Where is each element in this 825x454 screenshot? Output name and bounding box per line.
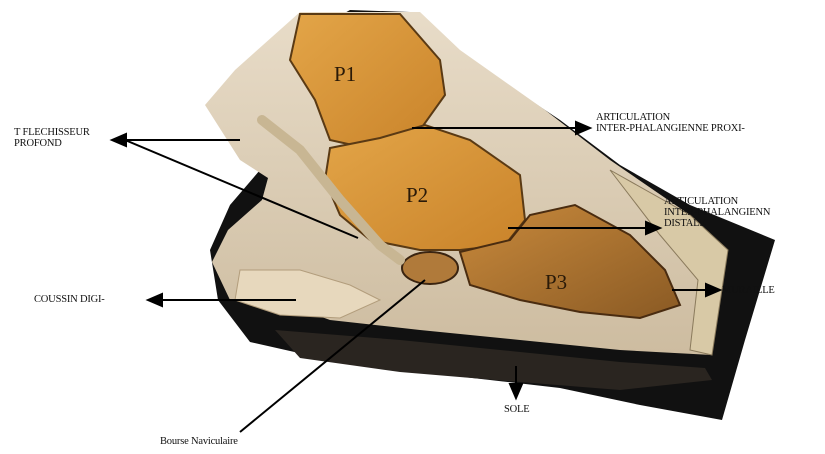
label-sole: SOLE [504, 404, 529, 415]
bone-label-p2: P2 [406, 183, 428, 208]
label-flechisseur-line1: T FLECHISSEUR [14, 127, 90, 138]
label-art-distale-line3: DISTALE [664, 218, 770, 229]
label-art-distale-line1: ARTICULATION [664, 196, 770, 207]
label-bourse: Bourse Naviculaire [160, 436, 238, 447]
bone-label-p3: P3 [545, 270, 567, 295]
label-coussin: COUSSIN DIGI- [34, 294, 105, 305]
bone-label-p1: P1 [334, 62, 356, 87]
label-flechisseur: T FLECHISSEUR PROFOND [14, 127, 90, 149]
label-flechisseur-line2: PROFOND [14, 138, 90, 149]
label-art-proxi-line1: ARTICULATION [596, 112, 745, 123]
label-art-distale-line2: INTER-PHALANGIENN [664, 207, 770, 218]
navicular-bone [402, 252, 458, 284]
label-art-proxi-line2: INTER-PHALANGIENNE PROXI- [596, 123, 745, 134]
label-art-distale: ARTICULATION INTER-PHALANGIENN DISTALE [664, 196, 770, 229]
label-art-proxi: ARTICULATION INTER-PHALANGIENNE PROXI- [596, 112, 745, 134]
label-muraille: MURAILLE [722, 285, 775, 296]
